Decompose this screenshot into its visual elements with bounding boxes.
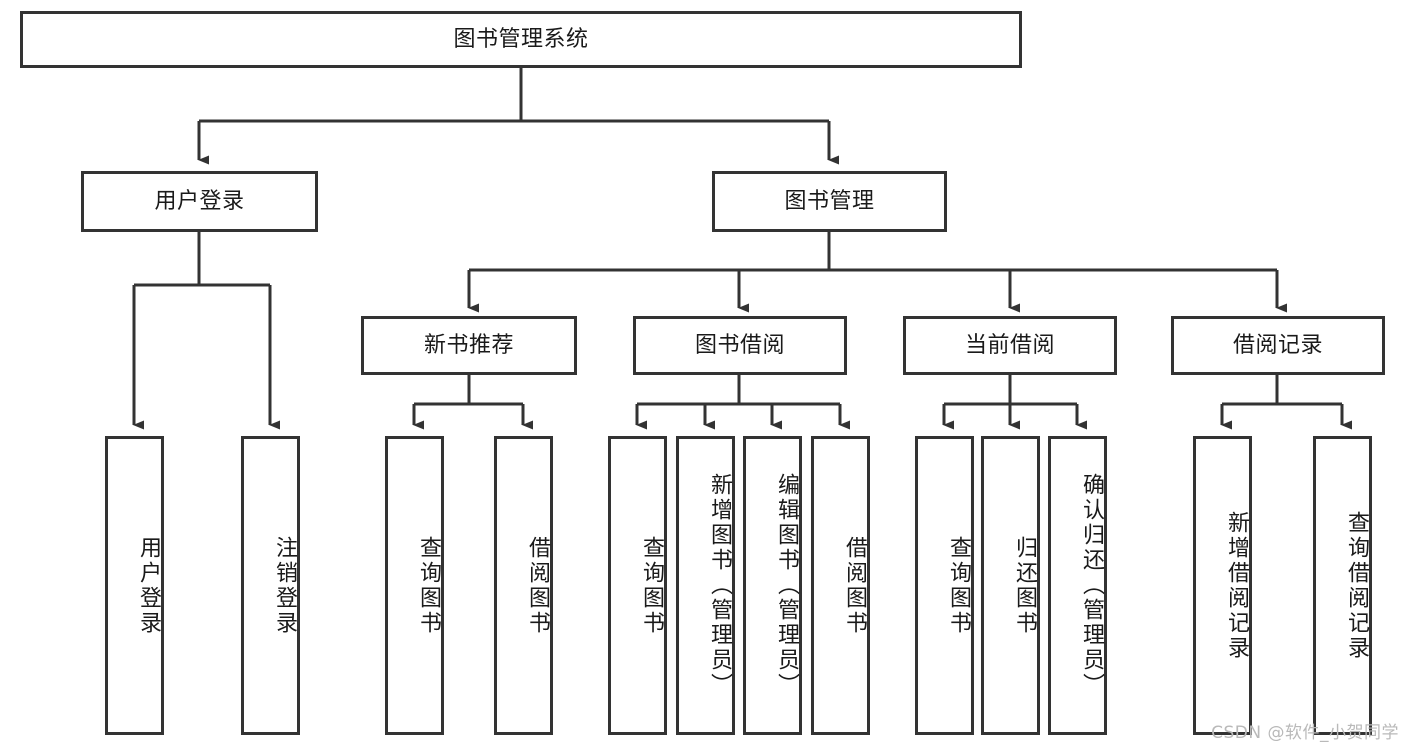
- leaf-add-book-admin[interactable]: 新增图书（管理员）: [676, 436, 735, 735]
- node-label: 注销登录: [272, 535, 297, 636]
- leaf-query-borrow-record[interactable]: 查询借阅记录: [1313, 436, 1372, 735]
- node-new-book-recommend[interactable]: 新书推荐: [361, 316, 577, 375]
- node-label: 新增借阅记录: [1224, 510, 1249, 661]
- node-label: 当前借阅: [964, 332, 1055, 358]
- watermark: CSDN @软件_小贺同学: [1211, 723, 1399, 743]
- node-label: 归还图书: [1012, 535, 1037, 636]
- node-label: 新书推荐: [423, 332, 514, 358]
- node-label: 图书借阅: [694, 332, 785, 358]
- node-label: 用户登录: [136, 535, 161, 636]
- leaf-edit-book-admin[interactable]: 编辑图书（管理员）: [743, 436, 802, 735]
- node-label: 查询借阅记录: [1344, 510, 1369, 661]
- leaf-query-book-recommend[interactable]: 查询图书: [385, 436, 444, 735]
- node-label: 编辑图书（管理员）: [774, 473, 799, 698]
- node-label: 查询图书: [639, 535, 664, 636]
- leaf-add-borrow-record[interactable]: 新增借阅记录: [1193, 436, 1252, 735]
- node-label: 新增图书（管理员）: [707, 473, 732, 698]
- node-user-login[interactable]: 用户登录: [81, 171, 318, 232]
- leaf-user-login[interactable]: 用户登录: [105, 436, 164, 735]
- node-label: 查询图书: [416, 535, 441, 636]
- node-label: 借阅记录: [1232, 332, 1323, 358]
- node-label: 图书管理系统: [453, 26, 589, 52]
- leaf-confirm-return-admin[interactable]: 确认归还（管理员）: [1048, 436, 1107, 735]
- leaf-query-book-current[interactable]: 查询图书: [915, 436, 974, 735]
- leaf-query-book-borrow[interactable]: 查询图书: [608, 436, 667, 735]
- node-book-borrow[interactable]: 图书借阅: [633, 316, 847, 375]
- node-root-book-management-system[interactable]: 图书管理系统: [20, 11, 1022, 68]
- node-borrow-record[interactable]: 借阅记录: [1171, 316, 1385, 375]
- node-label: 借阅图书: [525, 535, 550, 636]
- node-current-borrow[interactable]: 当前借阅: [903, 316, 1117, 375]
- node-label: 借阅图书: [842, 535, 867, 636]
- node-label: 图书管理: [784, 188, 875, 214]
- leaf-borrow-book[interactable]: 借阅图书: [811, 436, 870, 735]
- node-label: 查询图书: [946, 535, 971, 636]
- leaf-borrow-book-recommend[interactable]: 借阅图书: [494, 436, 553, 735]
- node-label: 确认归还（管理员）: [1079, 473, 1104, 698]
- leaf-return-book[interactable]: 归还图书: [981, 436, 1040, 735]
- leaf-logout[interactable]: 注销登录: [241, 436, 300, 735]
- node-book-management[interactable]: 图书管理: [712, 171, 947, 232]
- node-label: 用户登录: [154, 188, 245, 214]
